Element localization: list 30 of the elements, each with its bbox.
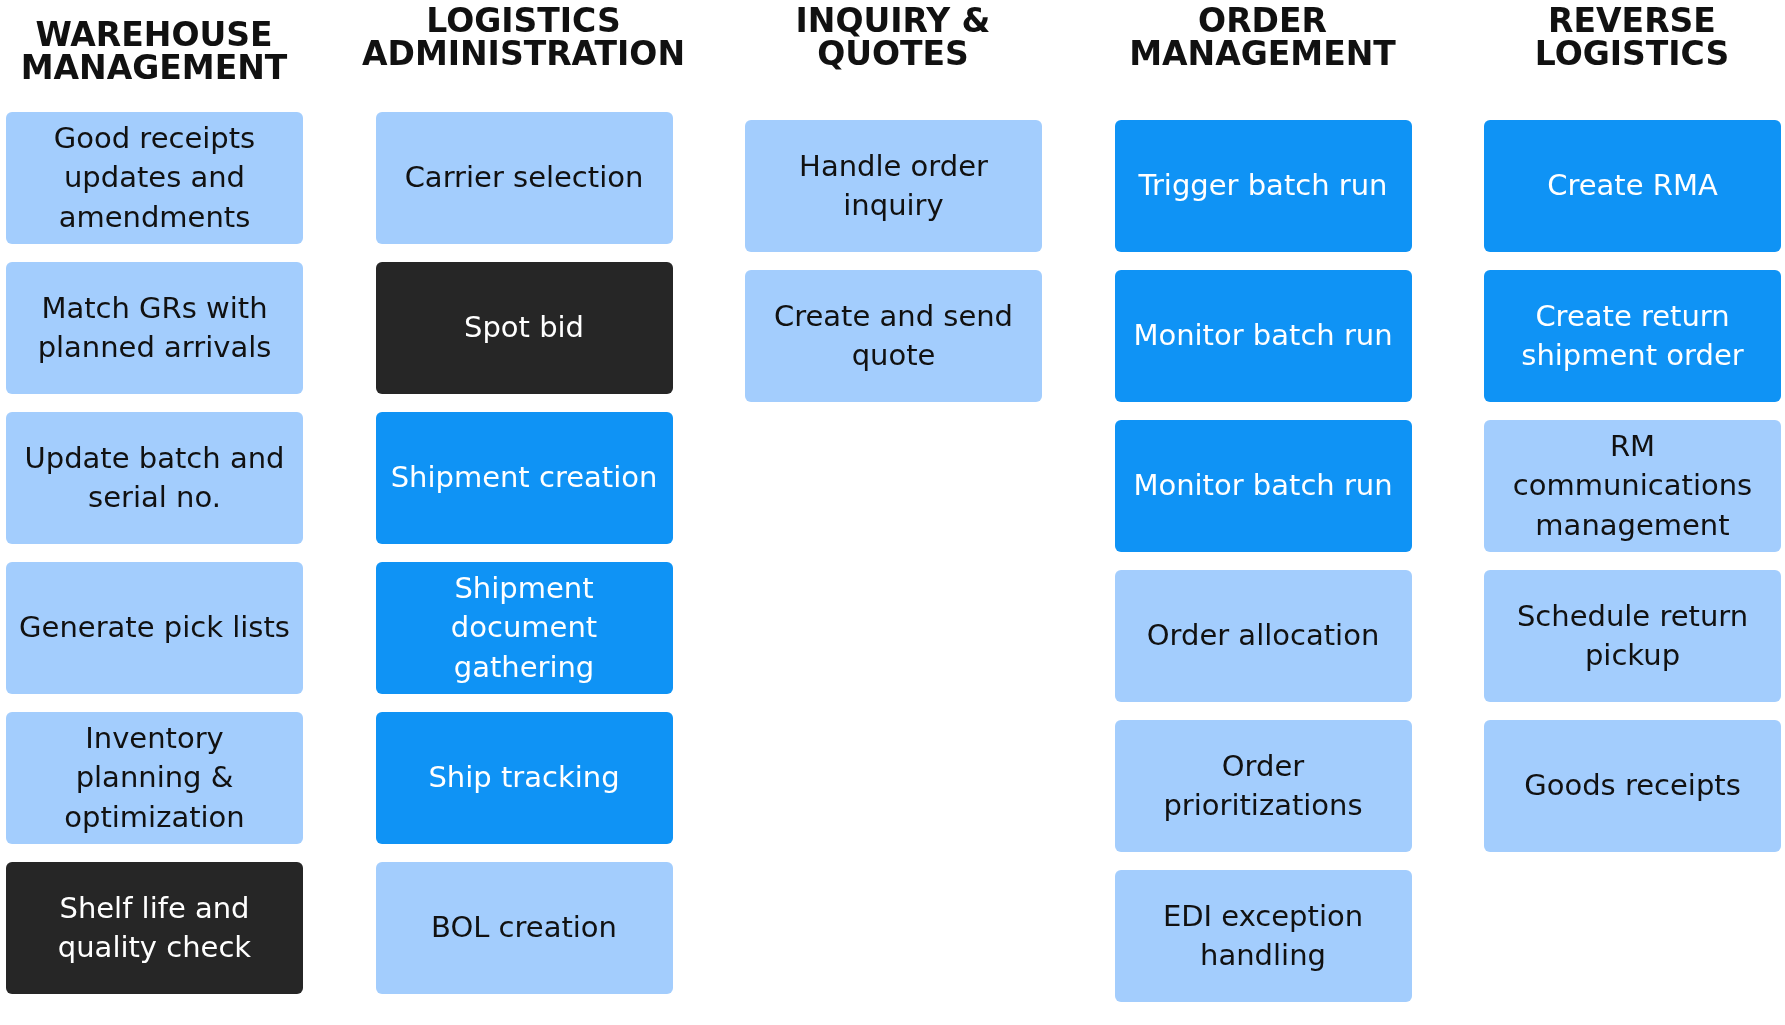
task-box: Create and send quote [745, 270, 1042, 402]
column-heading: WAREHOUSE MANAGEMENT [19, 18, 289, 84]
column-heading: REVERSE LOGISTICS [1533, 4, 1731, 70]
task-box: Spot bid [375, 262, 673, 394]
task-box: Goods receipts [1484, 720, 1781, 852]
task-box: RM communications management [1484, 420, 1781, 552]
task-box: Create RMA [1484, 120, 1781, 252]
task-box: Generate pick lists [6, 562, 303, 694]
task-box: Order allocation [1114, 570, 1412, 702]
task-box: Shipment creation [375, 412, 673, 544]
task-box: Trigger batch run [1114, 120, 1412, 252]
task-box: Carrier selection [375, 112, 673, 244]
task-box: Update batch and serial no. [6, 412, 303, 544]
column-heading: ORDER MANAGEMENT [1128, 4, 1397, 70]
task-box: Order prioritizations [1114, 720, 1412, 852]
task-box: Handle order inquiry [745, 120, 1042, 252]
task-box: Shipment document gathering [375, 562, 673, 694]
column-heading: INQUIRY & QUOTES [794, 4, 992, 70]
task-box: Ship tracking [375, 712, 673, 844]
task-box: Shelf life and quality check [6, 862, 303, 994]
task-box: EDI exception handling [1114, 870, 1412, 1002]
task-box: Create return shipment order [1484, 270, 1781, 402]
task-box: Monitor batch run [1114, 270, 1412, 402]
task-box: Monitor batch run [1114, 420, 1412, 552]
task-box: Match GRs with planned arrivals [6, 262, 303, 394]
task-box: BOL creation [375, 862, 673, 994]
task-box: Good receipts updates and amendments [6, 112, 303, 244]
column-heading: LOGISTICS ADMINISTRATION [360, 4, 687, 70]
task-box: Schedule return pickup [1484, 570, 1781, 702]
task-box: Inventory planning & optimization [6, 712, 303, 844]
